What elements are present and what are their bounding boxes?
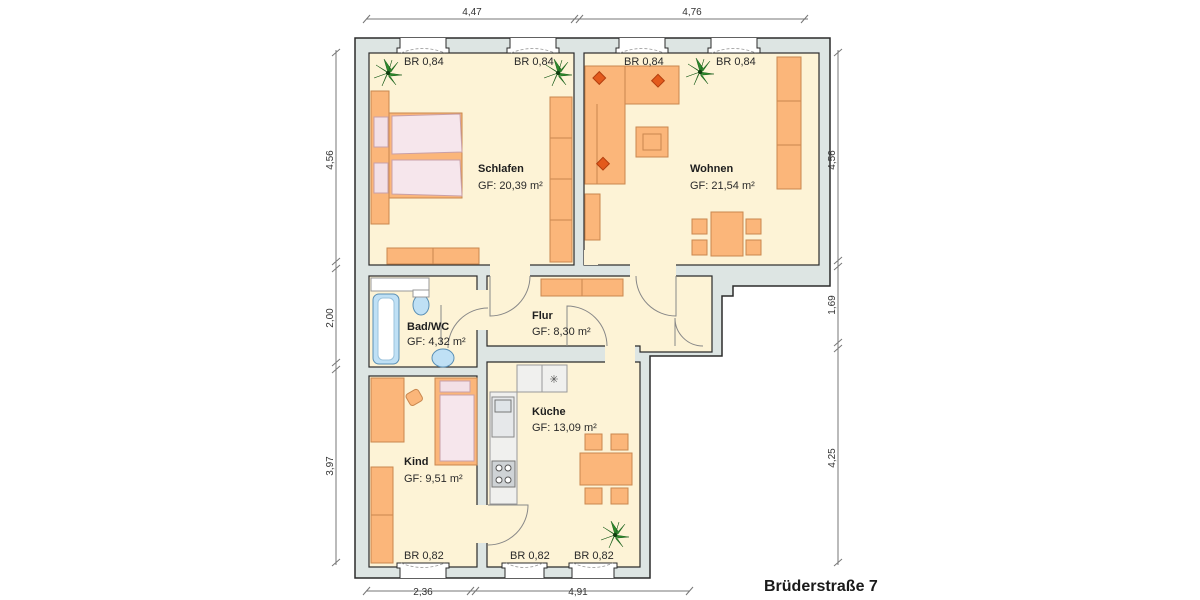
dim-right-3: 4,25 <box>827 448 838 468</box>
dimension-labels: 4,47 4,76 2,36 4,91 4,56 2,00 3,97 4,56 … <box>325 7 838 598</box>
address-title: Brüderstraße 7 <box>764 578 878 595</box>
window-labels: BR 0,84 BR 0,84 BR 0,84 BR 0,84 BR 0,82 … <box>404 56 756 562</box>
room-area-schlafen: GF: 20,39 m² <box>478 180 543 192</box>
svg-text:✳: ✳ <box>549 374 558 386</box>
room-area-bad: GF: 4,32 m² <box>407 336 466 348</box>
dim-bottom-2: 4,91 <box>568 587 588 598</box>
door-openings <box>476 264 676 543</box>
floor-kueche <box>486 361 641 568</box>
window-label-kueche-2: BR 0,82 <box>574 550 614 562</box>
room-area-kind: GF: 9,51 m² <box>404 473 463 485</box>
room-name-wohnen: Wohnen <box>690 163 733 175</box>
room-name-kueche: Küche <box>532 406 566 418</box>
room-name-flur: Flur <box>532 310 553 322</box>
window-label-schlafen-1: BR 0,84 <box>404 56 444 68</box>
room-name-kind: Kind <box>404 456 428 468</box>
window-label-wohnen-1: BR 0,84 <box>624 56 664 68</box>
room-area-kueche: GF: 13,09 m² <box>532 422 597 434</box>
furniture-kind <box>370 377 478 564</box>
room-name-schlafen: Schlafen <box>478 163 524 175</box>
furniture-wohnen <box>584 56 802 257</box>
dim-top-2: 4,76 <box>682 7 702 18</box>
dimension-lines <box>331 14 843 596</box>
dim-left-3: 3,97 <box>325 456 336 476</box>
room-area-flur: GF: 8,30 m² <box>532 326 591 338</box>
window-label-wohnen-2: BR 0,84 <box>716 56 756 68</box>
floor-wohnen-nook <box>584 250 598 265</box>
windows <box>396 38 761 578</box>
dim-left-2: 2,00 <box>325 308 336 328</box>
dim-right-2: 1,69 <box>827 295 838 315</box>
dim-left-1: 4,56 <box>325 150 336 170</box>
door-swings <box>440 275 704 546</box>
furniture-bad <box>370 277 455 368</box>
dim-bottom-1: 2,36 <box>413 587 433 598</box>
room-labels: Schlafen GF: 20,39 m² Wohnen GF: 21,54 m… <box>404 163 755 485</box>
window-label-schlafen-2: BR 0,84 <box>514 56 554 68</box>
furniture-kueche: ✳ <box>489 364 633 505</box>
dim-right-1: 4,56 <box>827 150 838 170</box>
room-area-wohnen: GF: 21,54 m² <box>690 180 755 192</box>
window-label-kueche-1: BR 0,82 <box>510 550 550 562</box>
window-label-kind: BR 0,82 <box>404 550 444 562</box>
furniture-schlafen <box>370 90 573 265</box>
furniture-flur <box>540 278 624 297</box>
dim-top-1: 4,47 <box>462 7 482 18</box>
room-name-bad: Bad/WC <box>407 321 449 333</box>
